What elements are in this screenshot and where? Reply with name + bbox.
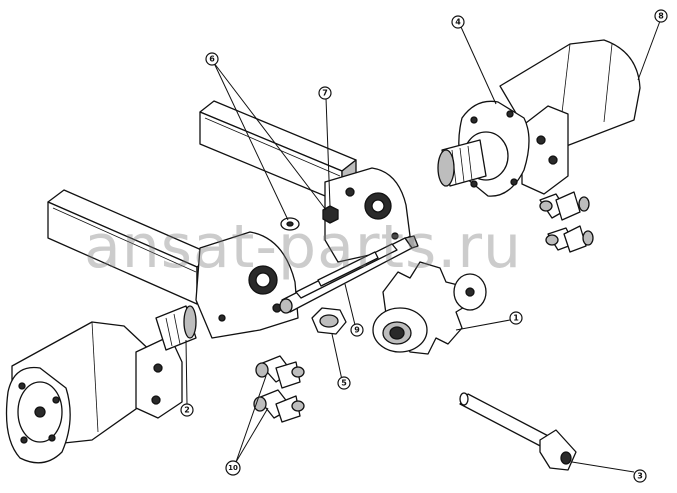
callout-9: 9 xyxy=(350,323,364,337)
callout-5-label: 5 xyxy=(341,379,347,388)
callout-8-label: 8 xyxy=(658,12,664,21)
callout-2-label: 2 xyxy=(184,406,190,415)
lower-square-tube xyxy=(47,189,214,305)
elbow-fittings-right xyxy=(539,191,594,253)
callout-2: 2 xyxy=(180,403,194,417)
leader-lines xyxy=(185,20,661,473)
callout-3: 3 xyxy=(633,469,647,483)
callout-4: 4 xyxy=(451,15,465,29)
lock-nut-5 xyxy=(311,307,347,335)
bolts-9 xyxy=(279,235,419,314)
callout-4-label: 4 xyxy=(455,18,461,27)
callout-7: 7 xyxy=(318,86,332,100)
drive-hub-1 xyxy=(372,261,487,355)
callout-1-label: 1 xyxy=(513,314,519,323)
elbow-fittings-10 xyxy=(253,355,305,423)
hydraulic-motor-2 xyxy=(5,305,197,464)
long-pin-3 xyxy=(459,392,577,471)
callout-6-label: 6 xyxy=(209,55,215,64)
callout-1: 1 xyxy=(509,311,523,325)
callout-3-label: 3 xyxy=(637,472,643,481)
callout-9-label: 9 xyxy=(354,326,360,335)
callout-5: 5 xyxy=(337,376,351,390)
lower-mounting-bracket xyxy=(195,231,299,339)
washer-6 xyxy=(280,217,300,231)
callout-7-label: 7 xyxy=(322,89,328,98)
callout-8: 8 xyxy=(654,9,668,23)
hydraulic-motor-8 xyxy=(437,39,641,197)
callout-10: 10 xyxy=(225,460,241,476)
callout-10-label: 10 xyxy=(228,464,238,472)
callout-6: 6 xyxy=(205,52,219,66)
